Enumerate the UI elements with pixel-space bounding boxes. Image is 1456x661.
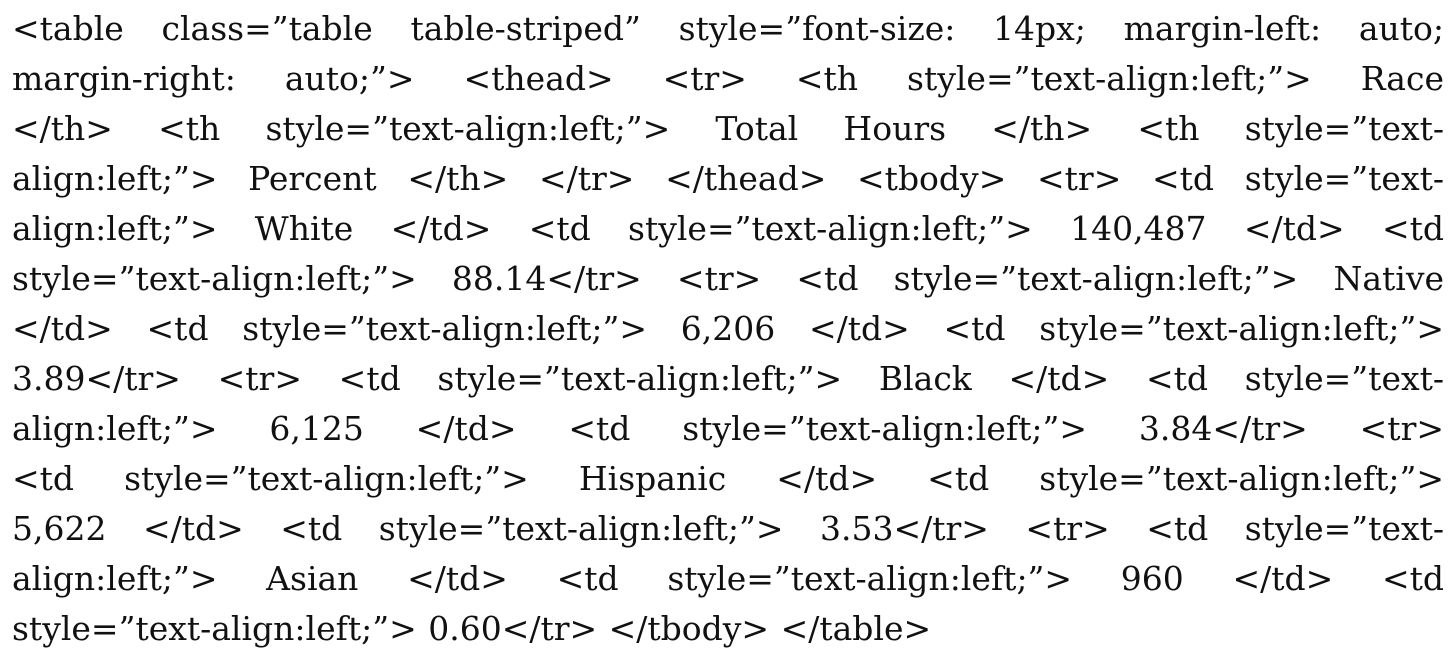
text-line: 5,622 </td> <td style=”text-align:left;”… bbox=[12, 509, 1444, 548]
text-line: align:left;”> Asian </td> <td style=”tex… bbox=[12, 559, 1444, 598]
text-line: </th> <th style=”text-align:left;”> Tota… bbox=[12, 109, 1444, 148]
text-line: 3.89</tr> <tr> <td style=”text-align:lef… bbox=[12, 359, 1444, 398]
html-source-paragraph: <table class=”table table-striped” style… bbox=[12, 4, 1444, 654]
text-line: margin-right: auto;”> <thead> <tr> <th s… bbox=[12, 59, 1444, 98]
text-line: style=”text-align:left;”> 88.14</tr> <tr… bbox=[12, 259, 1444, 298]
text-line: style=”text-align:left;”> 0.60</tr> </tb… bbox=[12, 609, 932, 648]
text-line: </td> <td style=”text-align:left;”> 6,20… bbox=[12, 309, 1444, 348]
text-line: align:left;”> 6,125 </td> <td style=”tex… bbox=[12, 409, 1444, 448]
text-line: align:left;”> Percent </th> </tr> </thea… bbox=[12, 159, 1444, 198]
text-line: <td style=”text-align:left;”> Hispanic <… bbox=[12, 459, 1444, 498]
text-line: align:left;”> White </td> <td style=”tex… bbox=[12, 209, 1444, 248]
text-line: <table class=”table table-striped” style… bbox=[12, 9, 1444, 48]
